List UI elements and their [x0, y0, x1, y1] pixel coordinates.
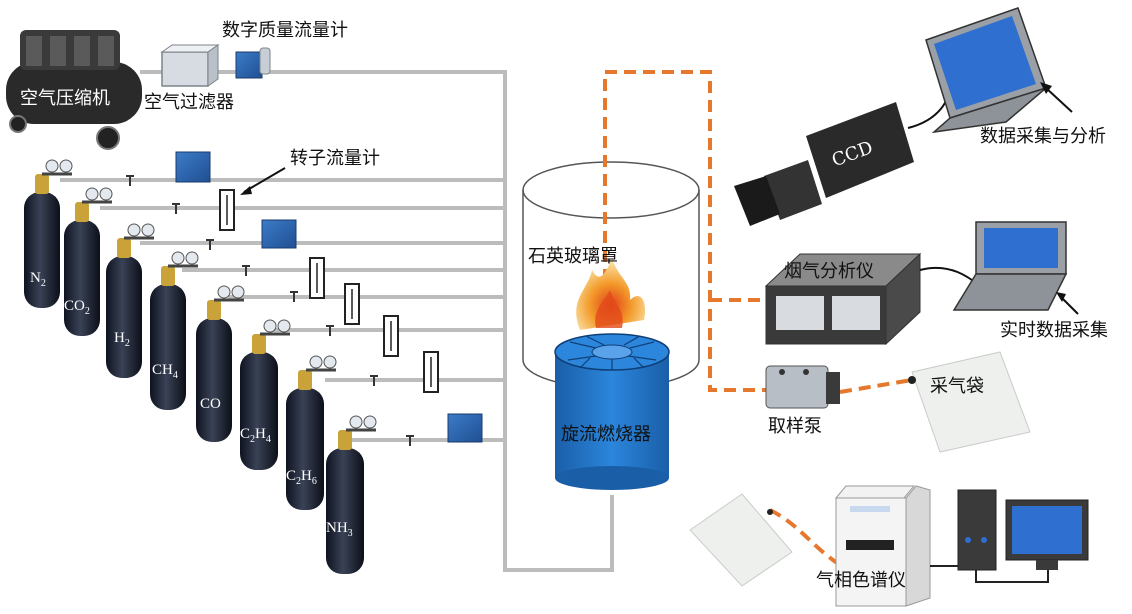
- data-acq-analysis-label: 数据采集与分析: [980, 126, 1106, 147]
- gas-sampling-bag: 采气袋: [908, 351, 1031, 453]
- cylinder-label-co: CO: [200, 396, 221, 412]
- cylinder-co: CO: [196, 285, 245, 442]
- sampling-pump: 取样泵: [765, 365, 840, 437]
- gas-sampling-bag-gc: [689, 493, 793, 587]
- cylinder-h2: H2: [106, 223, 155, 378]
- laptop-data-analysis: [925, 7, 1047, 134]
- mass-flow-meter: 数字质量流量计: [222, 20, 348, 79]
- gas-chromatograph: 气相色谱仪: [816, 485, 931, 607]
- quartz-glass-cover: [522, 161, 700, 389]
- gas-bag-label: 采气袋: [930, 376, 984, 397]
- ccd-camera: CCD: [734, 89, 950, 226]
- air-pipe: [140, 70, 614, 572]
- cylinder-c2h4: C2H4: [240, 319, 291, 470]
- sampling-lines: [603, 70, 913, 567]
- sampling-line-main: [603, 70, 766, 392]
- mfc-n2: [175, 151, 211, 183]
- sampling-pump-label: 取样泵: [768, 416, 822, 437]
- cylinder-label-c2h6: C2H6: [286, 468, 317, 487]
- laptop-realtime: [952, 221, 1068, 311]
- mass-flow-controllers: [175, 151, 483, 443]
- cylinder-n2: N2: [24, 159, 73, 308]
- cylinder-ch4: CH4: [150, 251, 199, 410]
- swirl-burner: 旋流燃烧器: [554, 333, 670, 490]
- cylinder-label-c2h4: C2H4: [240, 426, 271, 445]
- cylinder-label-ch4: CH4: [152, 362, 178, 381]
- cylinder-label-co2: CO2: [64, 298, 90, 317]
- rotameter-callout: 转子流量计: [240, 148, 380, 195]
- cylinder-c2h6: C2H6: [286, 355, 337, 510]
- mfc-nh3: [447, 413, 483, 443]
- cylinder-co2: CO2: [64, 187, 113, 336]
- gas-chromatograph-label: 气相色谱仪: [816, 570, 906, 591]
- gas-pipes: [60, 70, 614, 572]
- desktop-computer: [930, 489, 1089, 583]
- rotameter-label: 转子流量计: [290, 148, 380, 169]
- air-filter: 空气过滤器: [144, 44, 234, 113]
- sampling-line-gc: [769, 508, 842, 567]
- sampling-line-bag: [839, 378, 913, 394]
- flue-gas-analyzer: 烟气分析仪: [764, 252, 922, 346]
- gas-cylinders: N2 CO2 H2 CH4 CO: [24, 159, 377, 574]
- realtime-acq-label: 实时数据采集: [1000, 320, 1108, 341]
- mass-flow-meter-label: 数字质量流量计: [222, 20, 348, 41]
- needle-valves: [126, 175, 414, 446]
- cylinder-label-nh3: NH3: [326, 520, 353, 539]
- cylinder-nh3: NH3: [326, 415, 377, 574]
- rotameters: [219, 189, 439, 393]
- flame: [576, 258, 646, 330]
- flue-gas-analyzer-label: 烟气分析仪: [784, 261, 874, 282]
- swirl-burner-label: 旋流燃烧器: [561, 424, 651, 445]
- mfc-h2: [261, 219, 297, 249]
- air-compressor-label: 空气压缩机: [20, 88, 110, 109]
- air-compressor: 空气压缩机: [6, 30, 142, 150]
- air-filter-label: 空气过滤器: [144, 92, 234, 113]
- quartz-cover-label: 石英玻璃罩: [528, 246, 618, 267]
